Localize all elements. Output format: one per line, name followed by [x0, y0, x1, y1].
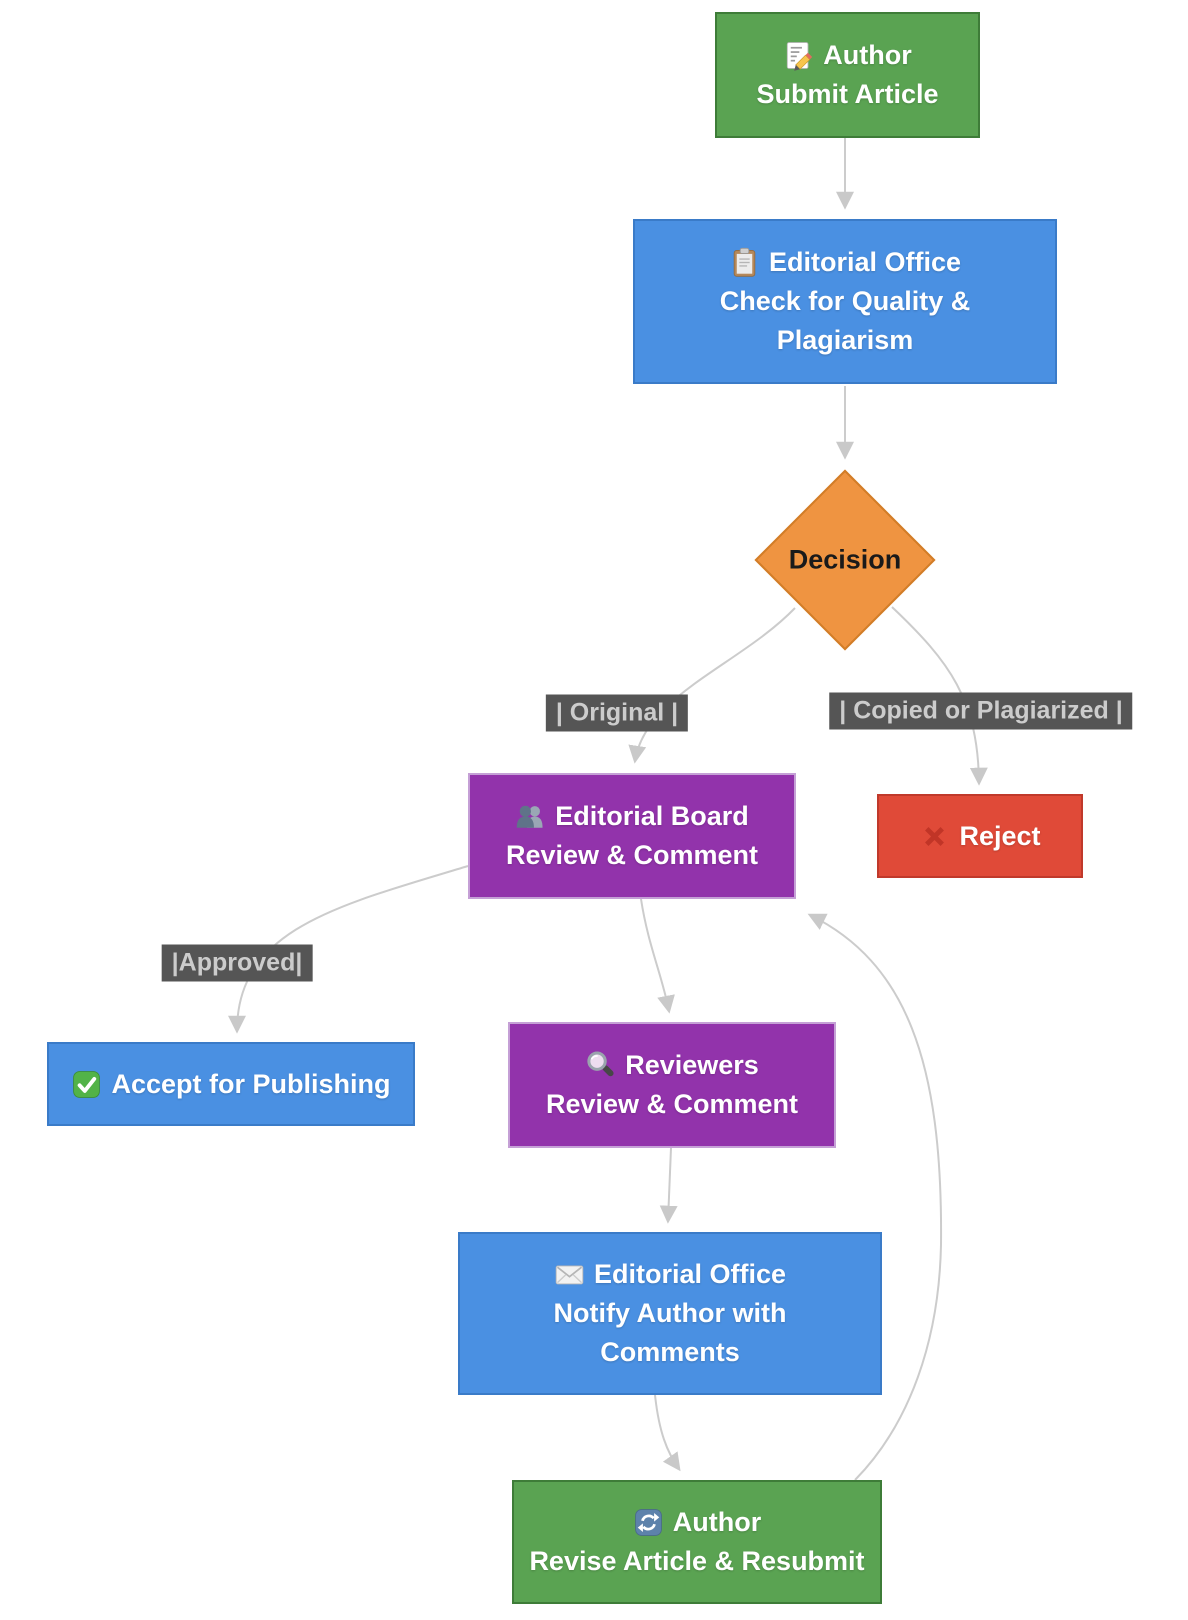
node-author-revise: Author Revise Article & Resubmit — [512, 1480, 882, 1604]
edge-label-approved: |Approved| — [161, 944, 313, 982]
decision-label: Decision — [788, 544, 902, 575]
node-title: Author — [672, 1507, 762, 1537]
busts-icon — [515, 801, 546, 832]
node-title: Author — [823, 40, 912, 70]
node-body: Check for Quality & — [719, 286, 971, 316]
edge-label-copied-or-plagiarized: | Copied or Plagiarized | — [829, 692, 1133, 730]
node-reviewers-review: Reviewers Review & Comment — [508, 1022, 836, 1148]
node-editorial-office-check: Editorial Office Check for Quality & Pla… — [633, 219, 1057, 384]
check-mark-icon — [71, 1069, 102, 1100]
clipboard-icon — [729, 247, 760, 278]
node-title: Editorial Office — [768, 247, 962, 277]
node-body: Review & Comment — [505, 840, 759, 870]
edge-decision-to-board — [628, 607, 796, 764]
node-title: Editorial Board — [555, 801, 749, 831]
node-body: Notify Author with — [553, 1298, 787, 1328]
node-accept-for-publishing: Accept for Publishing — [47, 1042, 415, 1126]
cross-mark-icon — [919, 821, 950, 852]
node-label: Accept for Publishing — [111, 1068, 391, 1099]
edge-label-original: | Original | — [545, 694, 689, 732]
node-body: Plagiarism — [776, 325, 914, 355]
edge-decision-to-reject — [891, 606, 988, 786]
node-body: Submit Article — [756, 79, 939, 109]
edge-notify-to-revise — [654, 1394, 681, 1472]
node-author-submit: Author Submit Article — [715, 12, 980, 138]
edge-reviewers-to-notify — [659, 1147, 678, 1224]
node-reject: Reject — [877, 794, 1083, 878]
edge-board-to-reviewers — [640, 898, 675, 1014]
node-body: Review & Comment — [545, 1089, 799, 1119]
node-editorial-office-notify: Editorial Office Notify Author with Comm… — [458, 1232, 882, 1395]
node-editorial-board-review: Editorial Board Review & Comment — [468, 773, 796, 899]
arrows-cycle-icon — [633, 1507, 664, 1538]
node-title: Reviewers — [625, 1050, 759, 1080]
envelope-icon — [554, 1259, 585, 1290]
magnifying-glass-icon — [585, 1050, 616, 1081]
edge-revise-to-board-feedback — [807, 913, 943, 1481]
node-body: Comments — [600, 1337, 740, 1367]
edge-board-to-accept — [228, 865, 469, 1034]
memo-icon — [783, 40, 814, 71]
node-label: Reject — [959, 820, 1041, 851]
node-body: Revise Article & Resubmit — [529, 1546, 865, 1576]
node-title: Editorial Office — [593, 1259, 787, 1289]
